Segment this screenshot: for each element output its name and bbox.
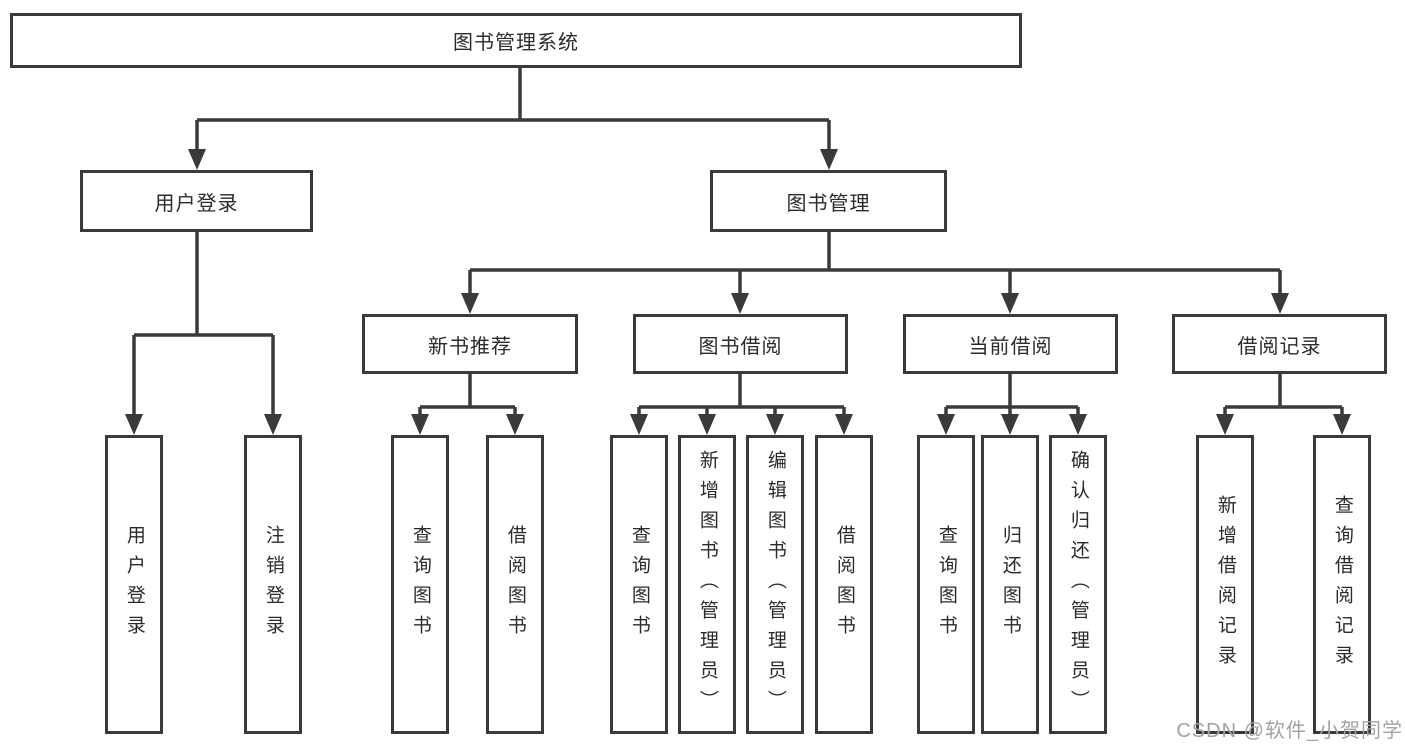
leaf-current-confirm-return-admin-label: 确认归还（管理员） <box>1067 449 1089 720</box>
leaf-borrowing-edit-books-admin-label: 编辑图书（管理员） <box>764 449 786 720</box>
leaf-current-return-books: 归还图书 <box>981 435 1039 734</box>
node-new-book-recommend: 新书推荐 <box>362 314 578 374</box>
leaf-borrowing-query-books: 查询图书 <box>610 435 668 734</box>
leaf-records-query-record: 查询借阅记录 <box>1313 435 1371 734</box>
leaf-recommend-borrow-books-label: 借阅图书 <box>504 524 526 645</box>
leaf-recommend-borrow-books: 借阅图书 <box>486 435 544 734</box>
leaf-logout-login-label: 注销登录 <box>262 524 284 645</box>
leaf-current-query-books: 查询图书 <box>917 435 975 734</box>
leaf-recommend-query-books-label: 查询图书 <box>409 524 431 645</box>
leaf-records-query-record-label: 查询借阅记录 <box>1331 494 1353 675</box>
leaf-recommend-query-books: 查询图书 <box>391 435 449 734</box>
leaf-current-query-books-label: 查询图书 <box>935 524 957 645</box>
leaf-user-login-label: 用户登录 <box>123 524 145 645</box>
leaf-borrowing-query-books-label: 查询图书 <box>628 524 650 645</box>
connector-stems <box>132 68 1344 417</box>
leaf-current-return-books-label: 归还图书 <box>999 524 1021 645</box>
node-current-borrowing: 当前借阅 <box>903 314 1118 374</box>
leaf-current-confirm-return-admin: 确认归还（管理员） <box>1049 435 1107 734</box>
watermark-text: CSDN @软件_小贺同学 <box>1176 720 1403 742</box>
leaf-borrowing-borrow-books-label: 借阅图书 <box>833 524 855 645</box>
leaf-records-add-record-label: 新增借阅记录 <box>1214 494 1236 675</box>
leaf-borrowing-borrow-books: 借阅图书 <box>815 435 873 734</box>
leaf-borrowing-add-books-admin-label: 新增图书（管理员） <box>696 449 718 720</box>
node-book-management: 图书管理 <box>710 170 947 232</box>
node-borrowing-records: 借阅记录 <box>1172 314 1387 374</box>
leaf-borrowing-add-books-admin: 新增图书（管理员） <box>678 435 736 734</box>
leaf-records-add-record: 新增借阅记录 <box>1196 435 1254 734</box>
node-book-borrowing: 图书借阅 <box>633 314 848 374</box>
leaf-logout-login: 注销登录 <box>244 435 302 734</box>
node-library-system: 图书管理系统 <box>10 13 1022 68</box>
leaf-borrowing-edit-books-admin: 编辑图书（管理员） <box>746 435 804 734</box>
leaf-user-login: 用户登录 <box>105 435 163 734</box>
node-user-login: 用户登录 <box>80 170 313 232</box>
